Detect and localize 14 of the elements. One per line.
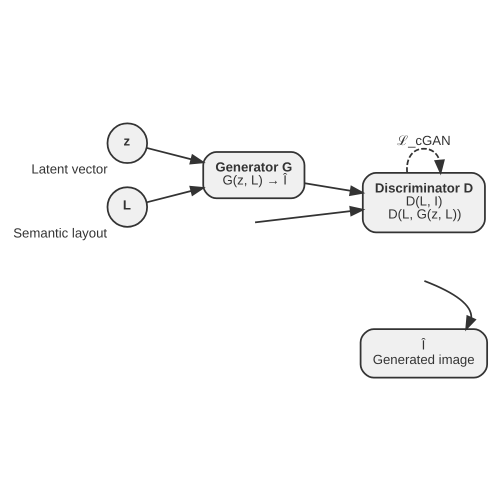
node-box: Discriminator D D(L, I) D(L, G(z, L)) — [362, 172, 486, 233]
arrow — [254, 205, 366, 223]
node-circle: z — [106, 122, 148, 164]
arrow — [146, 146, 206, 164]
node-box: Î Generated image — [360, 328, 488, 378]
node-label: Latent vector — [31, 161, 108, 176]
edge-label: ℒ_cGAN — [397, 132, 451, 148]
node-circle: L — [106, 186, 148, 228]
arrow — [146, 185, 206, 203]
node-label: Semantic layout — [13, 224, 108, 240]
arrow — [304, 182, 366, 196]
arrow — [406, 147, 445, 175]
node-box: Generator G G(z, L) → Î — [202, 150, 306, 199]
arrow — [424, 280, 477, 331]
